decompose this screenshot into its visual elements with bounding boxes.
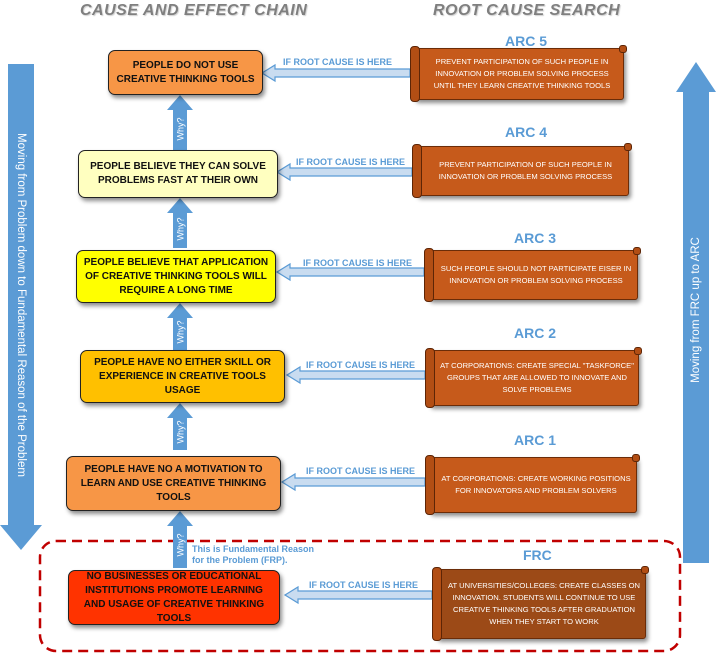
why-label-5: Why? xyxy=(175,533,186,557)
if-label-arc5: IF ROOT CAUSE IS HERE xyxy=(283,57,393,67)
arc5-title: ARC 5 xyxy=(505,33,548,49)
down-arrow-left xyxy=(0,64,42,550)
frc-title: FRC xyxy=(523,547,552,563)
frc-frame xyxy=(38,539,682,653)
chain-box-4: PEOPLE BELIEVE THEY CAN SOLVE PROBLEMS F… xyxy=(78,150,278,198)
if-label-frc: IF ROOT CAUSE IS HERE xyxy=(309,580,419,590)
chain-box-2: PEOPLE HAVE NO EITHER SKILL OR EXPERIENC… xyxy=(80,350,285,403)
chain-box-5: PEOPLE DO NOT USE CREATIVE THINKING TOOL… xyxy=(108,50,263,95)
left-side-label: Moving from Problem down to Fundamental … xyxy=(15,133,27,477)
why-label-1: Why? xyxy=(175,117,186,141)
if-arrow-arc3 xyxy=(275,262,425,282)
arc3-title: ARC 3 xyxy=(514,230,557,246)
remedy-scroll-arc3: SUCH PEOPLE SHOULD NOT PARTICIPATE EISER… xyxy=(424,247,641,302)
up-arrow-right xyxy=(676,62,716,563)
if-arrow-arc1 xyxy=(280,472,426,492)
if-arrow-frc xyxy=(283,585,433,605)
if-label-arc3: IF ROOT CAUSE IS HERE xyxy=(303,258,413,268)
chain-box-frc: NO BUSINESSES OR EDUCATIONAL INSTITUTION… xyxy=(68,570,280,625)
remedy-scroll-arc5: PREVENT PARTICIPATION OF SUCH PEOPLE IN … xyxy=(410,45,627,102)
why-label-3: Why? xyxy=(175,320,186,344)
if-arrow-arc4 xyxy=(275,162,413,182)
why-label-2: Why? xyxy=(175,217,186,241)
why-label-4: Why? xyxy=(175,420,186,444)
why-arrow-1 xyxy=(167,95,193,150)
chain-box-1: PEOPLE HAVE NO A MOTIVATION TO LEARN AND… xyxy=(66,456,281,511)
right-side-label: Moving from FRC up to ARC xyxy=(690,237,702,383)
arc2-title: ARC 2 xyxy=(514,325,557,341)
if-arrow-arc5 xyxy=(260,63,411,83)
arc1-title: ARC 1 xyxy=(514,432,557,448)
if-label-arc1: IF ROOT CAUSE IS HERE xyxy=(306,466,416,476)
if-arrow-arc2 xyxy=(285,365,426,385)
remedy-scroll-frc: AT UNIVERSITIES/COLLEGES: CREATE CLASSES… xyxy=(432,566,649,641)
remedy-scroll-arc2: AT CORPORATIONS: CREATE SPECIAL "TASKFOR… xyxy=(425,347,642,408)
remedy-scroll-arc1: AT CORPORATIONS: CREATE WORKING POSITION… xyxy=(425,454,640,515)
if-label-arc4: IF ROOT CAUSE IS HERE xyxy=(296,157,406,167)
arc4-title: ARC 4 xyxy=(505,124,548,140)
cause-effect-header: CAUSE AND EFFECT CHAIN xyxy=(80,2,308,19)
frp-note: This is Fundamental Reason for the Probl… xyxy=(192,544,315,565)
chain-box-3: PEOPLE BELIEVE THAT APPLICATION OF CREAT… xyxy=(76,250,276,303)
root-cause-header: ROOT CAUSE SEARCH xyxy=(433,2,621,19)
if-label-arc2: IF ROOT CAUSE IS HERE xyxy=(306,360,416,370)
remedy-scroll-arc4: PREVENT PARTICIPATION OF SUCH PEOPLE IN … xyxy=(412,143,632,198)
why-arrow-2 xyxy=(167,198,193,248)
why-arrow-4 xyxy=(167,403,193,450)
why-arrow-5 xyxy=(167,511,193,568)
why-arrow-3 xyxy=(167,303,193,350)
